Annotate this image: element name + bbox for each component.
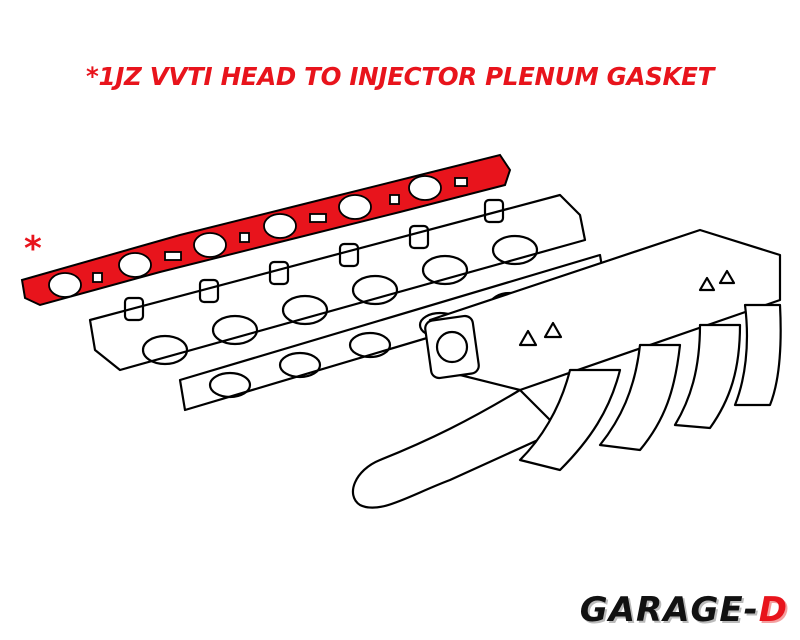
intake-manifold-diagram	[20, 153, 782, 509]
garage-d-logo: GARAGE-D	[580, 590, 788, 630]
gasket-marker: *	[24, 229, 42, 269]
intake-plenum	[351, 228, 782, 509]
page-title: *1JZ VVTI HEAD TO INJECTOR PLENUM GASKET	[85, 62, 715, 91]
gasket-highlight	[20, 153, 512, 307]
logo-main-text: GARAGE-	[579, 590, 759, 630]
logo-accent-text: D	[758, 590, 788, 630]
